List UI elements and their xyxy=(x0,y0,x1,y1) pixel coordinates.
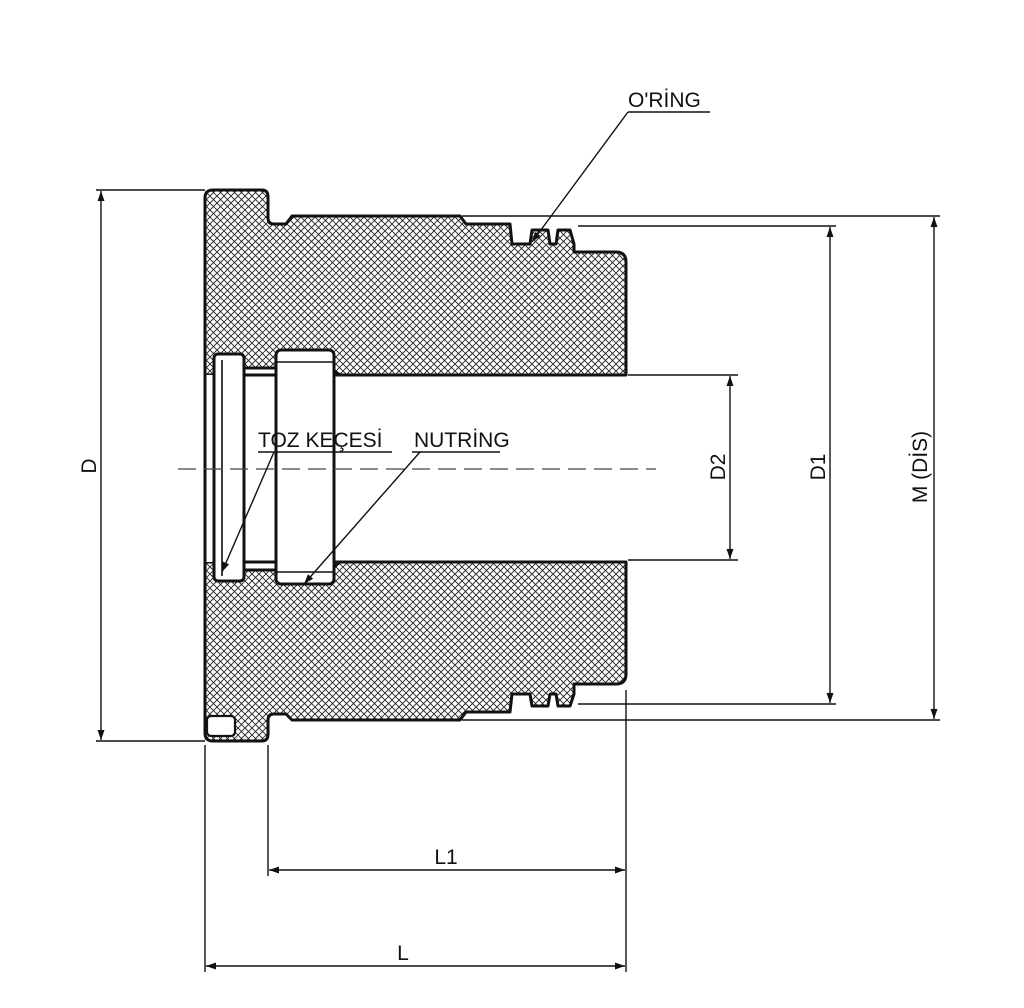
label-dim-l: L xyxy=(397,942,409,965)
body-section-upper xyxy=(203,188,628,377)
label-dim-l1: L1 xyxy=(434,846,457,869)
body-section-lower xyxy=(203,560,628,743)
label-dim-d2: D2 xyxy=(707,454,730,481)
label-oring: O'RİNG xyxy=(628,89,701,112)
label-dim-d1: D1 xyxy=(807,454,830,481)
leader-groove-ring xyxy=(303,451,421,585)
leader-dust-seal xyxy=(221,451,275,573)
bottom-notch xyxy=(205,714,237,738)
dust-seal xyxy=(212,352,246,583)
label-groove-ring: NUTRİNG xyxy=(414,429,510,452)
leader-oring xyxy=(531,111,629,243)
groove-ring xyxy=(274,348,336,586)
label-dim-m: M (DİS) xyxy=(909,431,932,503)
label-dim-d: D xyxy=(78,458,101,473)
label-dust-seal: TOZ KEÇESİ xyxy=(258,429,382,452)
